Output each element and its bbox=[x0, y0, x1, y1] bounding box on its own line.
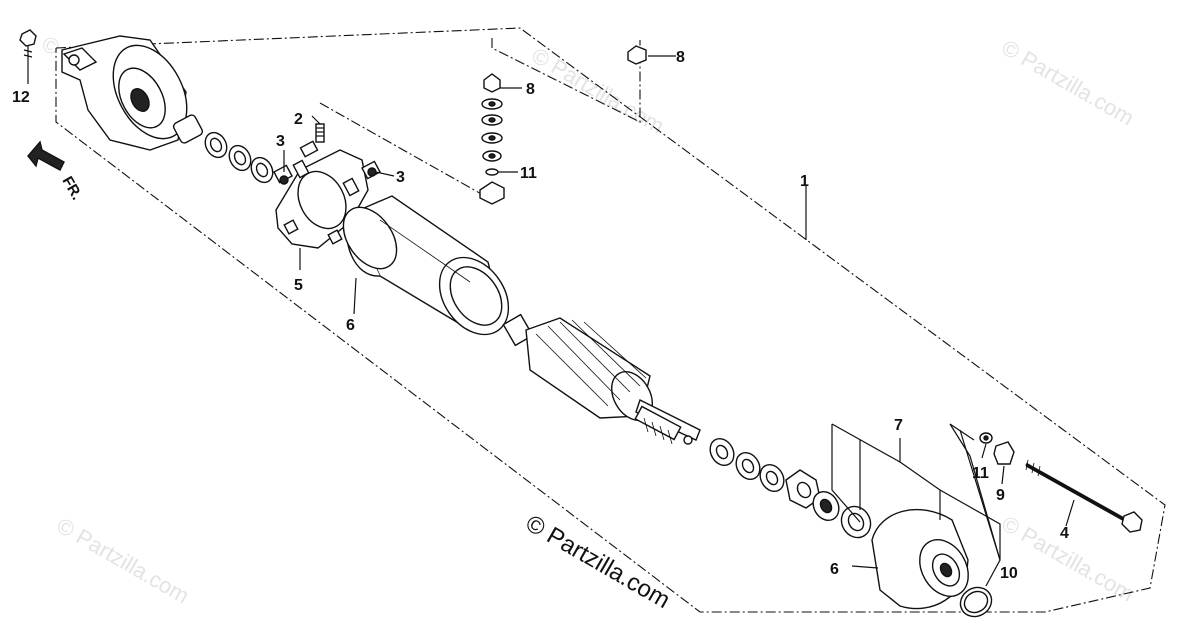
callout-11-left: 11 bbox=[520, 165, 537, 182]
front-direction-label: FR. bbox=[59, 174, 86, 203]
callout-3-right: 3 bbox=[396, 169, 405, 186]
yoke-housing bbox=[342, 195, 510, 336]
leader-lines bbox=[27, 55, 1075, 587]
callout-8: 8 bbox=[526, 81, 535, 98]
callout-6-lower: 6 bbox=[830, 561, 839, 578]
callout-labels: 12 8 8 11 3 2 3 5 6 1 7 11 9 4 6 10 bbox=[12, 49, 1069, 582]
terminal-washer-stack bbox=[479, 73, 505, 205]
watermark-top-center: © Partzilla.com bbox=[528, 43, 669, 139]
callout-2: 2 bbox=[294, 111, 303, 128]
insulator-part-9 bbox=[993, 441, 1015, 465]
brush-part-3-right bbox=[361, 160, 381, 180]
brush-part-3-left bbox=[273, 164, 293, 185]
callout-4: 4 bbox=[1060, 525, 1069, 542]
front-cover-housing bbox=[871, 508, 993, 618]
callout-12: 12 bbox=[12, 89, 30, 106]
callout-11-right: 11 bbox=[972, 465, 989, 482]
front-direction-arrow-icon: FR. bbox=[27, 140, 86, 203]
washer-part-11-right bbox=[979, 432, 993, 444]
assembly-outline bbox=[55, 27, 1166, 613]
front-washers-and-bearing bbox=[709, 437, 872, 539]
armature bbox=[502, 313, 701, 445]
watermark-center: © Partzilla.com bbox=[521, 510, 675, 614]
callout-6-upper: 6 bbox=[346, 317, 355, 334]
callout-7: 7 bbox=[894, 417, 903, 434]
callout-8-top: 8 bbox=[676, 49, 685, 66]
through-bolt-part-4 bbox=[1025, 459, 1143, 533]
callout-10: 10 bbox=[1000, 565, 1018, 582]
watermark-bottom-left: © Partzilla.com bbox=[53, 513, 194, 609]
brush-screw-part-2 bbox=[299, 123, 325, 158]
rear-cover-housing bbox=[61, 35, 188, 151]
callout-3-left: 3 bbox=[276, 133, 285, 150]
watermark-top-right: © Partzilla.com bbox=[998, 35, 1139, 131]
bushing-and-washers-front bbox=[172, 114, 274, 184]
callout-9: 9 bbox=[996, 487, 1005, 504]
callout-1: 1 bbox=[800, 173, 809, 190]
bolt-part-12 bbox=[19, 29, 37, 80]
nut-part-8-top bbox=[627, 45, 647, 65]
callout-5: 5 bbox=[294, 277, 303, 294]
